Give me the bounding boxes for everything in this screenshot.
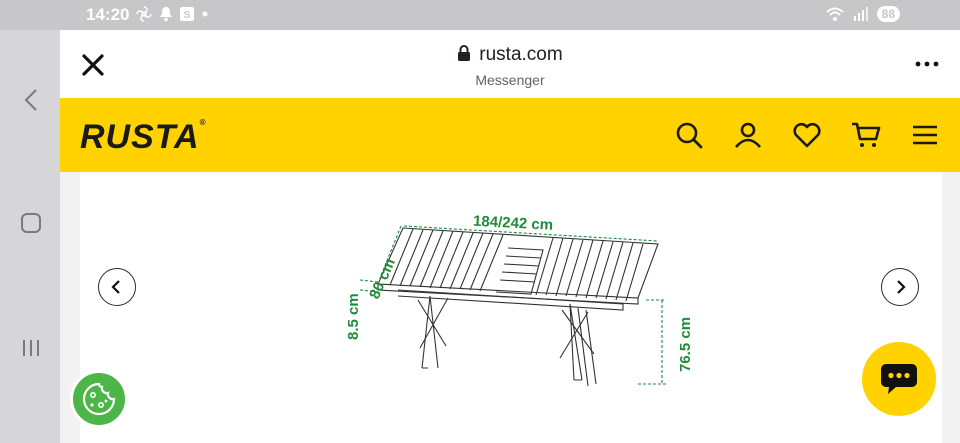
pinwheel-icon	[136, 6, 152, 22]
logo-text: RUSTA	[80, 118, 200, 156]
cart-button[interactable]	[851, 120, 881, 150]
wifi-icon	[825, 7, 844, 21]
url-domain-row: rusta.com	[60, 44, 960, 66]
content-gutter-left	[60, 172, 80, 443]
dot-icon	[202, 11, 208, 17]
carousel-prev-button[interactable]	[98, 268, 136, 306]
wishlist-button[interactable]	[792, 120, 822, 150]
status-system-icons: 88	[825, 6, 900, 22]
chat-bubble-icon	[881, 364, 917, 394]
carousel-next-button[interactable]	[881, 268, 919, 306]
search-button[interactable]	[674, 120, 704, 150]
status-notification-icons: S	[136, 6, 209, 22]
home-nav-button[interactable]	[16, 208, 46, 238]
status-bar: 14:20 S 88	[0, 0, 960, 30]
s-app-icon: S	[180, 7, 194, 21]
account-button[interactable]	[733, 120, 763, 150]
dimension-thickness-label: 8.5 cm	[345, 293, 362, 340]
rusta-logo[interactable]: RUSTA®	[80, 118, 207, 157]
lock-icon	[458, 45, 471, 61]
close-icon	[82, 54, 104, 76]
hamburger-icon	[913, 125, 937, 145]
back-chevron-icon	[24, 89, 37, 111]
more-dots-icon	[915, 61, 939, 67]
heart-icon	[793, 122, 821, 148]
chat-button[interactable]	[862, 342, 936, 416]
system-navigation-bar	[0, 30, 60, 443]
url-subtitle: Messenger	[475, 72, 545, 88]
chevron-right-icon	[897, 280, 906, 294]
more-options-button[interactable]	[914, 56, 940, 72]
home-square-icon	[21, 213, 41, 233]
user-icon	[735, 122, 761, 148]
close-button[interactable]	[80, 52, 106, 78]
status-time: 14:20	[86, 5, 130, 24]
site-header: RUSTA®	[60, 98, 960, 172]
svg-text:S: S	[184, 10, 191, 21]
chevron-left-icon	[111, 280, 120, 294]
url-bar: rusta.com Messenger	[60, 30, 960, 98]
dimension-height-label: 76.5 cm	[677, 317, 694, 372]
product-image-carousel: 184/242 cm 80 cm 8.5 cm 76.5 cm	[80, 172, 942, 443]
cookie-icon	[82, 382, 116, 416]
cart-icon	[852, 122, 881, 147]
battery-level: 88	[876, 6, 900, 22]
content-gutter-right	[942, 172, 960, 443]
url-domain: rusta.com	[479, 44, 563, 65]
menu-button[interactable]	[910, 120, 940, 150]
dimension-length-label: 184/242 cm	[473, 213, 554, 234]
search-icon	[676, 122, 703, 149]
dimension-lines	[359, 225, 666, 385]
signal-icon	[853, 7, 868, 21]
table-drawing	[377, 227, 659, 387]
bell-icon	[160, 7, 172, 22]
cookie-settings-button[interactable]	[70, 370, 128, 428]
table-dimension-diagram: 184/242 cm 80 cm 8.5 cm 76.5 cm	[345, 213, 694, 387]
in-app-browser: rusta.com Messenger RUSTA®	[60, 30, 960, 443]
back-nav-button[interactable]	[16, 85, 46, 115]
logo-registered-mark: ®	[199, 118, 207, 127]
recents-nav-button[interactable]	[16, 333, 46, 363]
recents-lines-icon	[23, 340, 39, 356]
